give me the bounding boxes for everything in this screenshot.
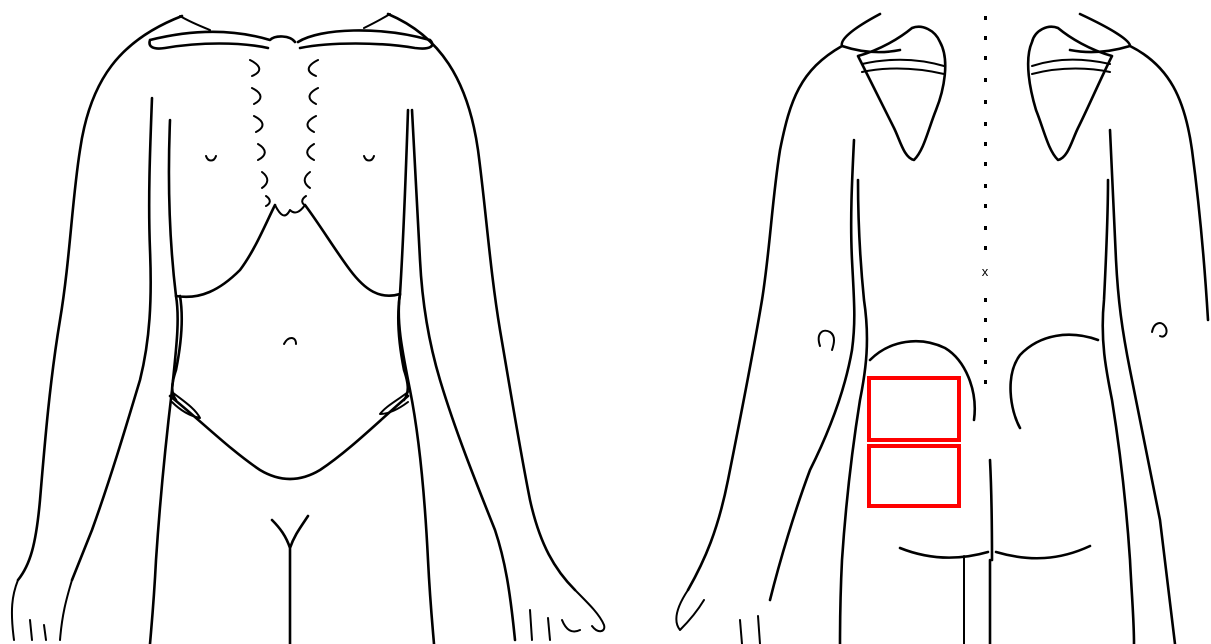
back-left-arm-outer <box>688 46 842 590</box>
back-right-shoulder <box>1070 14 1130 52</box>
front-rib-cage <box>176 205 400 297</box>
marked-regions <box>869 378 959 506</box>
front-groin <box>272 516 308 644</box>
front-left-hip-fold <box>172 392 200 418</box>
front-left-arm-outer <box>18 16 182 580</box>
front-rib-marks-left <box>250 60 270 206</box>
spine-dot <box>984 380 987 384</box>
spine-dot <box>984 318 987 322</box>
back-left-elbow <box>819 331 834 350</box>
back-left-hand <box>676 590 760 644</box>
back-left-scapula-spine <box>862 60 944 74</box>
back-right-scapula <box>1028 27 1112 160</box>
front-right-hand <box>530 590 604 640</box>
back-gluteal-cleft <box>990 460 992 644</box>
front-left-nipple <box>206 156 216 161</box>
front-right-hip-fold <box>380 392 408 414</box>
front-left-clavicle <box>150 32 295 49</box>
spine-dot <box>984 78 987 82</box>
spine-dot <box>984 246 987 250</box>
front-right-arm-outer <box>388 14 575 590</box>
back-spine <box>984 16 987 384</box>
back-view: x <box>676 14 1208 644</box>
spine-dot <box>984 204 987 208</box>
spine-dot <box>984 142 987 146</box>
back-right-elbow <box>1152 323 1167 336</box>
back-right-arm-inner <box>1110 130 1175 644</box>
spine-dot <box>984 122 987 126</box>
front-navel <box>284 338 296 344</box>
front-neck <box>180 14 390 30</box>
back-gluteal-folds <box>900 546 1090 558</box>
spine-dot <box>984 100 987 104</box>
front-pelvis-line <box>170 396 408 479</box>
front-view <box>12 14 604 644</box>
spine-dot <box>984 16 987 20</box>
spine-dot <box>984 360 987 364</box>
front-left-hand <box>12 580 72 640</box>
back-right-arm-outer <box>1130 46 1208 320</box>
front-sternum <box>275 205 305 215</box>
back-left-scapula <box>858 27 945 160</box>
back-right-scapula-spine <box>1032 60 1110 74</box>
back-torso-left-side <box>840 180 867 644</box>
back-torso-right-side <box>1103 180 1134 644</box>
front-right-clavicle <box>298 30 432 48</box>
front-right-nipple <box>364 156 374 161</box>
back-left-arm-inner <box>770 140 854 600</box>
spine-dot <box>984 184 987 188</box>
back-right-buttock-top <box>1011 335 1098 428</box>
spine-dot <box>984 226 987 230</box>
marked-region-left-buttock-upper <box>869 378 959 440</box>
spine-dot <box>984 56 987 60</box>
spine-dot <box>984 36 987 40</box>
marked-region-left-buttock-lower <box>869 446 959 506</box>
back-left-shoulder <box>842 14 900 52</box>
spine-dot <box>984 298 987 302</box>
spine-dot <box>984 162 987 166</box>
back-spine-marker: x <box>982 264 989 279</box>
spine-dot <box>984 338 987 342</box>
front-rib-marks-right <box>302 60 318 206</box>
front-left-arm-inner <box>72 98 152 580</box>
